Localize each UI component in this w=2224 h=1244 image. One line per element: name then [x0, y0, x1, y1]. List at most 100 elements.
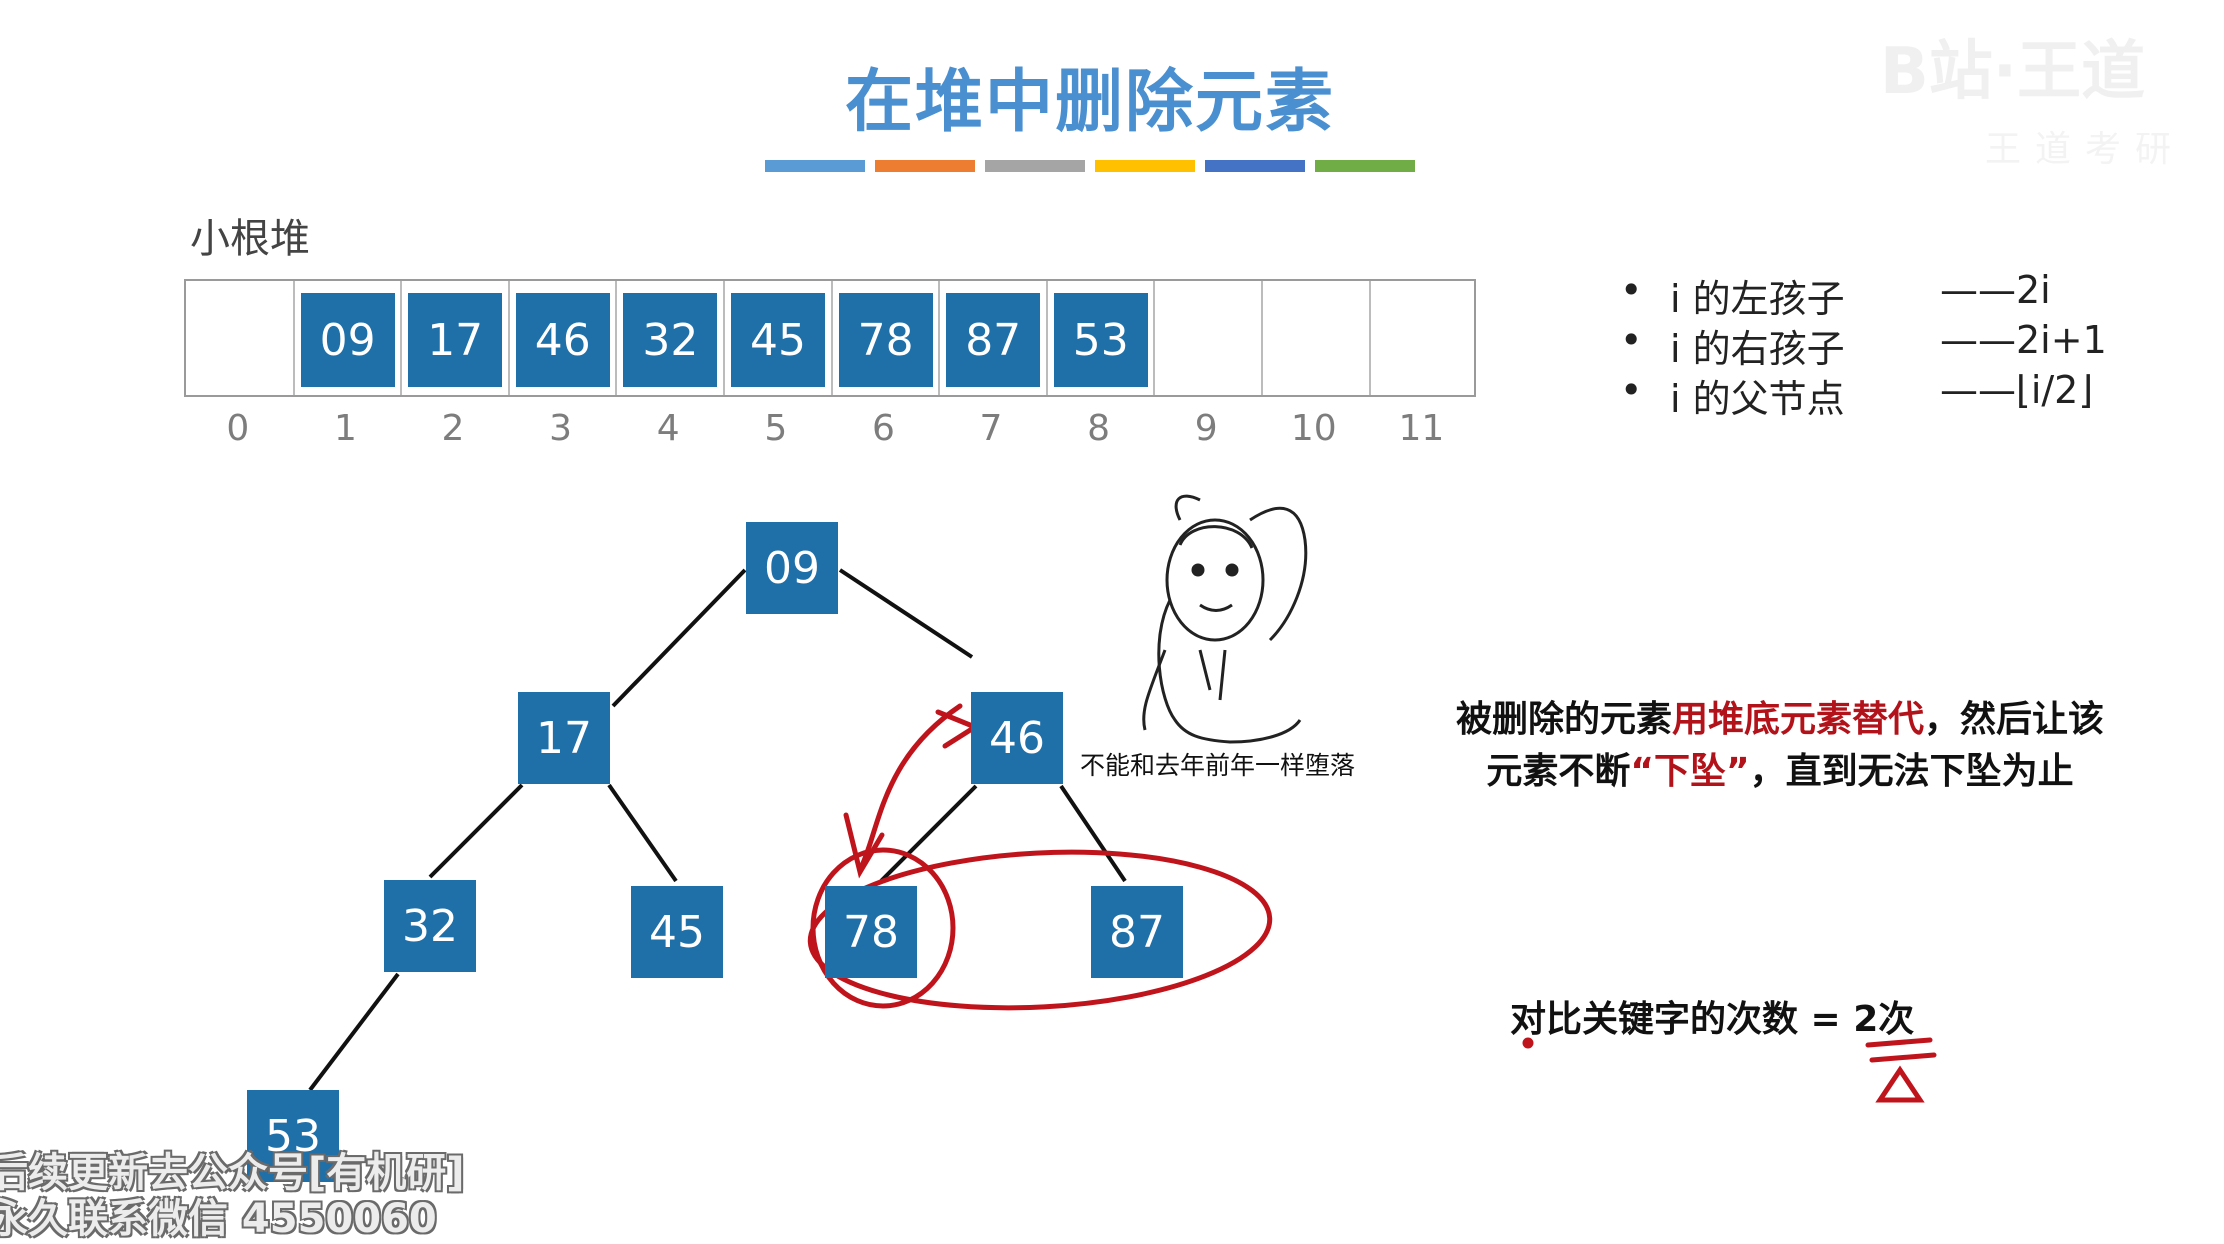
array-cell-divider: [507, 281, 510, 395]
explanation-part: 元素不断: [1486, 751, 1631, 792]
red-arrowhead-down: [843, 812, 885, 879]
array-index-label: 6: [871, 408, 895, 449]
array-cell-divider: [1261, 281, 1263, 395]
red-underline-2: [1869, 1052, 1937, 1063]
array-cell-divider: [615, 281, 618, 395]
edge-32-53: [308, 972, 400, 1092]
array-cell: 45: [731, 293, 825, 387]
meme-figure: [1142, 494, 1308, 744]
compare-count: 对比关键字的次数 = 2次: [1510, 999, 1915, 1040]
red-circle-children: [807, 849, 1273, 1011]
red-note-mark: [1875, 1065, 1925, 1103]
edge-09-46: [838, 568, 974, 659]
watermark-subtitle: 王道考研: [1985, 129, 2186, 170]
formula-label: i 的右孩子: [1670, 327, 1845, 371]
meme-arm-right: [1249, 506, 1308, 642]
array-cell-divider: [723, 281, 725, 395]
tree-node: 09: [746, 522, 838, 614]
tree-node: 53: [247, 1090, 339, 1182]
tree-node: 32: [384, 880, 476, 972]
red-annotations: [807, 703, 1937, 1103]
array-cell: 87: [946, 293, 1041, 387]
meme-arm-left: [1174, 494, 1201, 521]
formula-value: ——2i: [1940, 268, 2051, 312]
watermark-line-2: 永久联系微信 4550060: [0, 1196, 437, 1242]
color-bar-segment: [1095, 160, 1195, 172]
bullet: •: [1620, 368, 1643, 412]
explanation-part: 被删除的元素: [1455, 699, 1672, 740]
tree-edges: [308, 568, 1127, 1092]
explanation-highlight: “下坠”: [1630, 751, 1750, 792]
color-bar-segment: [765, 160, 865, 172]
bullet: •: [1620, 318, 1643, 362]
edge-09-17: [611, 568, 747, 708]
array-cell: 46: [515, 293, 610, 387]
tree-node: 46: [971, 692, 1063, 784]
explanation-part: ，直到无法下坠为止: [1749, 751, 2074, 792]
meme-head: [1165, 518, 1265, 642]
meme-leg: [1142, 649, 1167, 731]
array-cell-divider: [830, 281, 833, 395]
color-bar-segment: [1205, 160, 1305, 172]
tree-node: 17: [518, 692, 610, 784]
edge-17-45: [607, 783, 678, 883]
tree-node: 87: [1091, 886, 1183, 978]
meme-caption: 不能和去年前年一样堕落: [1080, 751, 1356, 780]
array-index-label: 1: [333, 408, 357, 449]
array-index-label: 5: [764, 408, 788, 449]
bullet: •: [1620, 268, 1643, 312]
red-underline-1: [1865, 1037, 1933, 1048]
array-index-label: 9: [1194, 408, 1218, 449]
meme-mouth: [1199, 603, 1233, 612]
array-cell-divider: [400, 281, 403, 395]
array-index-label: 11: [1398, 408, 1445, 449]
watermark-logo: B站·王道: [1880, 35, 2146, 109]
red-circle-78: [810, 847, 956, 1009]
array-index-label: 4: [656, 408, 680, 449]
color-bar-segment: [1315, 160, 1415, 172]
color-bar-segment: [875, 160, 975, 172]
array-cell-divider: [292, 281, 295, 395]
array-cell: 09: [300, 293, 395, 387]
array-cell: 53: [1053, 293, 1148, 387]
array-index-label: 0: [226, 408, 250, 449]
array-cell: 78: [838, 293, 933, 387]
array-index-label: 8: [1087, 408, 1111, 449]
meme-eye: [1225, 563, 1239, 577]
meme-hair: [1178, 525, 1254, 549]
color-bar-segment: [985, 160, 1085, 172]
array-cell-divider: [1368, 281, 1371, 395]
explanation-line-2: 元素不断“下坠”，直到无法下坠为止: [1400, 746, 2160, 798]
array-index-label: 10: [1290, 408, 1337, 449]
array-cell-divider: [1045, 281, 1048, 395]
formula-value: ——2i+1: [1940, 318, 2107, 362]
red-swap-arrow: [857, 703, 963, 873]
tree-node: 78: [825, 886, 917, 978]
array-index-label: 7: [979, 408, 1003, 449]
slide-title: 在堆中删除元素: [844, 63, 1335, 142]
meme-body: [1157, 599, 1302, 744]
red-dot: [1522, 1037, 1534, 1049]
array-index-label: 2: [441, 408, 465, 449]
array-cell-divider: [1153, 281, 1156, 395]
array-index-label: 3: [549, 408, 573, 449]
explanation-highlight: 用堆底元素替代: [1671, 699, 1924, 740]
array-cell-divider: [938, 281, 941, 395]
array-cell: 17: [408, 293, 503, 387]
watermark-line-1: 后续更新去公众号[有机研]: [0, 1150, 465, 1196]
meme-eye: [1191, 563, 1205, 577]
explanation-text: 被删除的元素用堆底元素替代，然后让该 元素不断“下坠”，直到无法下坠为止: [1400, 694, 2160, 798]
tree-node: 45: [631, 886, 723, 978]
array-cell: 32: [623, 293, 718, 387]
formula-value: ——⌊i/2⌋: [1940, 368, 2094, 412]
formula-label: i 的父节点: [1670, 377, 1845, 421]
explanation-part: ，然后让该: [1924, 699, 2105, 740]
edge-46-87: [1059, 784, 1127, 883]
heap-label: 小根堆: [190, 216, 310, 262]
edge-17-32: [428, 783, 524, 879]
meme-marks: [1198, 649, 1227, 701]
formula-label: i 的左孩子: [1670, 277, 1845, 321]
explanation-line-1: 被删除的元素用堆底元素替代，然后让该: [1400, 694, 2160, 746]
